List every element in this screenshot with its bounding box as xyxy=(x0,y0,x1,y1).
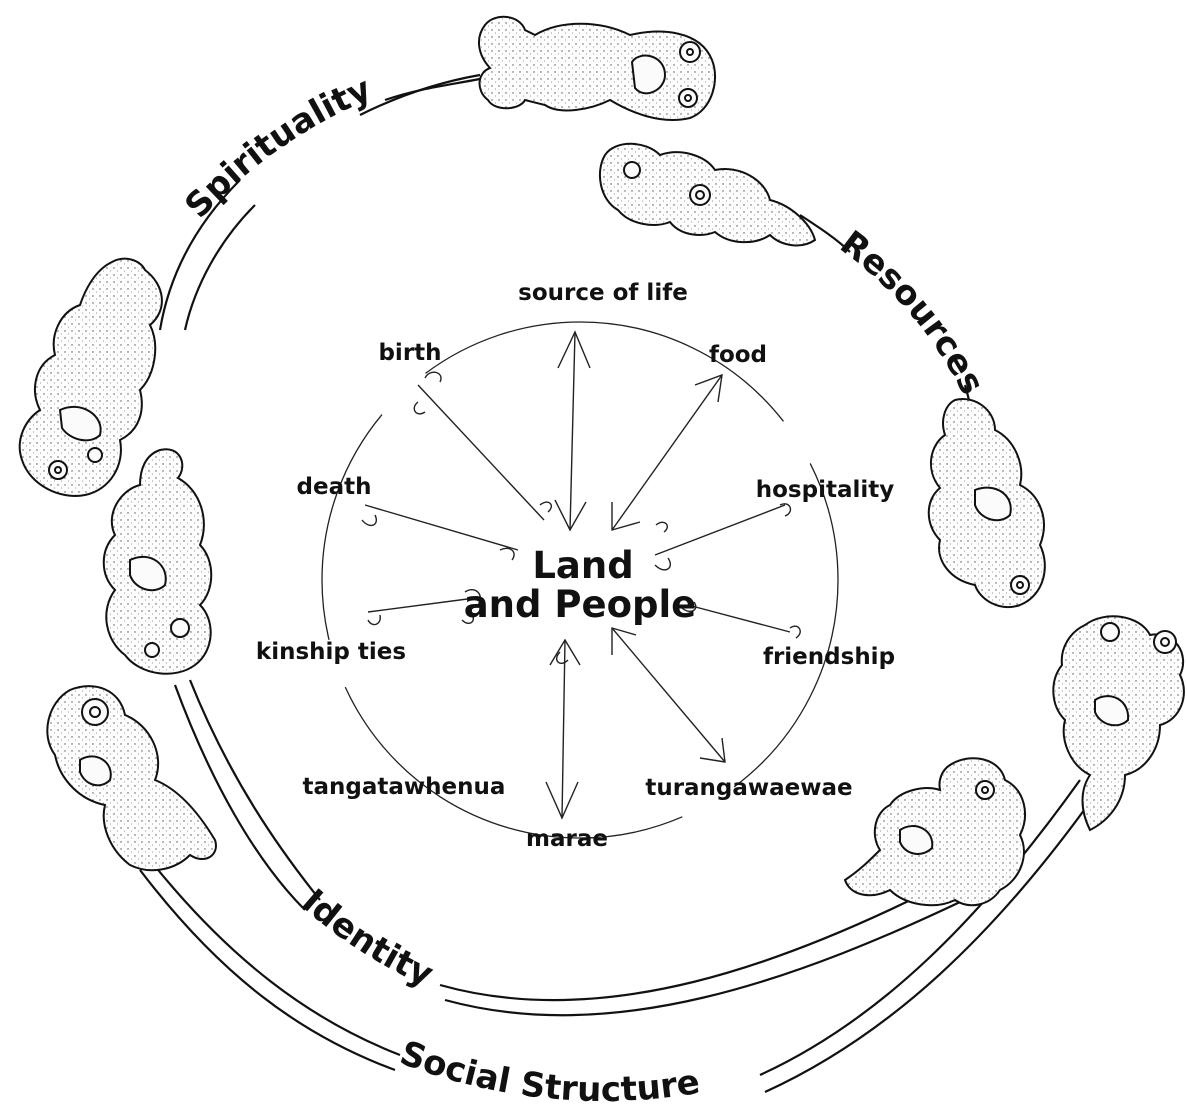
label-birth: birth xyxy=(378,340,441,366)
center-label-line1: Land xyxy=(532,544,633,587)
label-tangatawhenua: tangatawhenua xyxy=(303,774,506,800)
band-label-social-structure-path: Social Structure xyxy=(395,1033,703,1110)
label-hospitality: hospitality xyxy=(756,477,894,503)
band-label-resources-path: Resources xyxy=(833,223,992,401)
band-label-social-structure: Social Structure xyxy=(395,1033,703,1110)
carved-figure-top-icon xyxy=(478,15,716,121)
arrows xyxy=(361,330,801,820)
inner-circle xyxy=(321,321,839,839)
band-label-identity-path: Identity xyxy=(294,882,439,995)
carved-figure-bottom-right-icon xyxy=(843,757,1026,907)
label-death: death xyxy=(297,474,372,500)
carved-figure-left-lower-icon xyxy=(46,685,217,872)
carved-figure-right-upper-icon xyxy=(598,142,817,247)
social-structure-band xyxy=(139,779,1096,1094)
band-label-spirituality: Spirituality xyxy=(177,69,377,226)
band-label-identity: Identity xyxy=(294,882,439,995)
band-label-resources: Resources xyxy=(833,223,992,401)
label-source-of-life: source of life xyxy=(518,280,688,306)
label-turangawaewae: turangawaewae xyxy=(645,775,852,801)
center-label-line2: and People xyxy=(464,583,697,626)
carved-figure-right-lower-icon xyxy=(1052,615,1185,832)
spirituality-band xyxy=(158,73,486,331)
carved-figure-right-middle-icon xyxy=(927,398,1046,608)
label-food: food xyxy=(709,342,767,368)
label-marae: marae xyxy=(526,826,608,852)
label-kinship-ties: kinship ties xyxy=(256,639,406,665)
carved-figure-left-upper-icon xyxy=(18,257,163,497)
band-label-spirituality-path: Spirituality xyxy=(177,69,377,226)
carved-figure-left-middle-icon xyxy=(102,448,213,675)
identity-band xyxy=(173,679,986,1017)
label-friendship: friendship xyxy=(763,644,895,670)
